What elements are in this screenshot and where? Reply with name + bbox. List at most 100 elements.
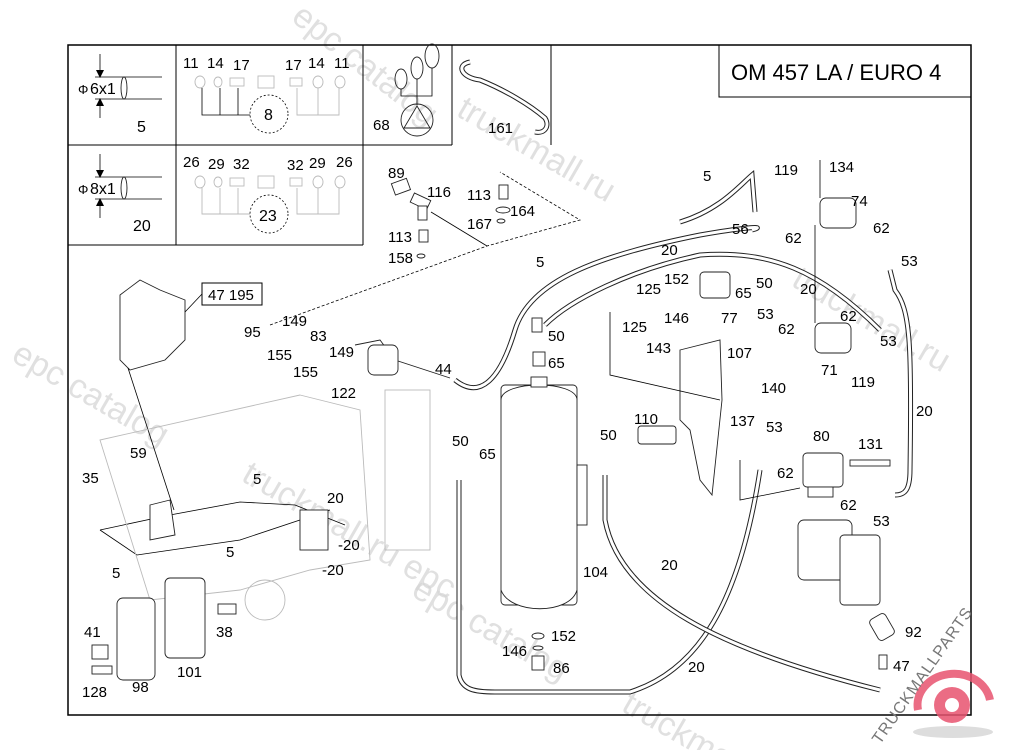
part-label: -20 [338,537,360,554]
part-label: 5 [253,471,261,488]
part-label: 59 [130,445,147,462]
part-label: 20 [661,557,678,574]
part-label: 62 [873,220,890,237]
diameter-symbol: Φ [78,182,88,197]
part-label: 110 [634,411,658,428]
part-label: 47 [893,658,910,675]
kit-part-label: 11 [183,55,199,72]
left-assemblies: 47 195 [91,279,451,681]
kit-part-label: 32 [287,157,304,174]
part-label: 155 [267,347,292,364]
seal-kit-part-number: 68 [373,117,390,134]
inset-kit-8: 11 14 17 17 14 11 8 [183,55,350,134]
part-label: 65 [479,446,496,463]
part-label: 20 [327,490,344,507]
part-label: 80 [813,428,830,445]
kit-part-label: 29 [208,156,225,173]
part-label: 83 [310,328,327,345]
part-label: 95 [244,324,261,341]
kit-part-label: 14 [308,55,325,72]
part-label: 113 [388,229,412,246]
part-label: -20 [322,562,344,579]
part-label: 122 [331,385,356,402]
kit-number: 23 [259,208,277,225]
kit-part-label: 26 [336,154,353,171]
part-label: 119 [851,374,875,391]
part-label: 53 [766,419,783,436]
part-labels: 89 116 113 164 167 113 158 5 119 134 74 … [82,159,933,701]
part-label: 65 [735,285,752,302]
part-label: 152 [551,628,576,645]
kit-part-label: 11 [334,55,350,72]
part-label: 146 [664,310,689,327]
part-label: 5 [536,254,544,271]
part-label: 89 [388,165,405,182]
part-label: 149 [282,313,307,330]
hose-part-number: 161 [488,120,513,137]
part-label: 53 [901,253,918,270]
part-label: 50 [452,433,469,450]
part-label: 38 [216,624,233,641]
model-title: OM 457 LA / EURO 4 [731,60,941,85]
part-label: 92 [905,624,922,641]
part-label: 62 [840,308,857,325]
part-label: 107 [727,345,752,362]
inset-grid [68,45,552,246]
part-label: 149 [329,344,354,361]
part-label: 62 [778,321,795,338]
part-label: 119 [774,162,798,179]
part-label: 5 [112,565,120,582]
part-label: 158 [388,250,413,267]
part-label: 113 [467,187,491,204]
part-label: 143 [646,340,671,357]
part-label: 50 [600,427,617,444]
watermark: truckmall [616,684,753,750]
part-label: 20 [688,659,705,676]
part-label: 140 [761,380,786,397]
inset-seal-kit: 68 [373,43,440,137]
kit-part-label: 14 [207,55,224,72]
kit-part-label: 32 [233,156,250,173]
part-label: 53 [757,306,774,323]
pipelines [453,169,914,695]
part-label: 134 [829,159,854,176]
part-label: 104 [583,564,608,581]
part-label: 164 [510,203,535,220]
part-label: 53 [873,513,890,530]
part-label: 131 [858,436,883,453]
title-box: OM 457 LA / EURO 4 [718,44,972,98]
air-reservoir [500,317,588,671]
inset-kit-23: 26 29 32 32 29 26 23 [183,154,353,234]
part-label: 35 [82,470,99,487]
bracket-assembly [609,160,895,670]
part-label: 167 [467,216,492,233]
inset-pipe-6x1: Φ 6x1 5 [78,54,162,136]
part-label: 65 [548,355,565,372]
part-label: 71 [821,362,838,379]
kit-number: 8 [264,107,273,124]
part-label: 77 [721,310,738,327]
kit-part-label: 29 [309,155,326,172]
part-label: 20 [661,242,678,259]
part-label: 74 [851,193,868,210]
kit-part-label: 26 [183,154,200,171]
fitting-group-89 [269,171,582,326]
pipe-dimension: 8x1 [90,181,116,198]
part-label: 50 [548,328,565,345]
part-label: 50 [756,275,773,292]
part-label: 20 [800,281,817,298]
pipe-part-number: 5 [137,119,146,136]
part-label: 44 [435,361,452,378]
part-label: 116 [427,184,451,201]
inset-hose: 161 [459,59,550,137]
part-label: 62 [840,497,857,514]
inset-pipe-8x1: Φ 8x1 20 [78,154,162,235]
part-label: 62 [785,230,802,247]
part-label: 101 [177,664,202,681]
part-label: 125 [636,281,661,298]
part-label: 41 [84,624,101,641]
part-label: 5 [703,168,711,185]
part-label: 155 [293,364,318,381]
part-label: 98 [132,679,149,696]
